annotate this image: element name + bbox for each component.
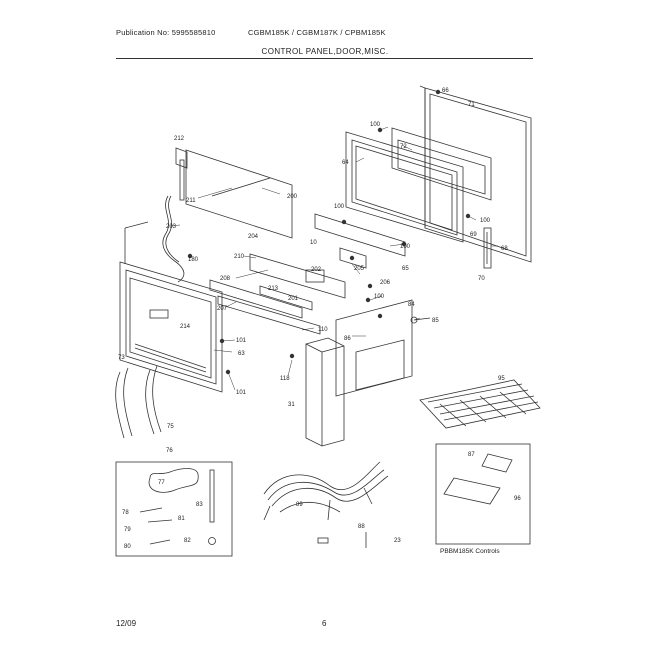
- door-trim-strips: [115, 365, 162, 439]
- callout-31: 31: [288, 402, 295, 408]
- callout-87: 87: [468, 452, 475, 458]
- callout-206: 206: [380, 280, 391, 286]
- hinge-arm: [305, 337, 345, 447]
- inset-box-panels: [435, 443, 531, 545]
- trim-pieces: [209, 279, 321, 335]
- callout-180: 180: [188, 257, 199, 263]
- callout-71: 71: [468, 102, 475, 108]
- callout-70: 70: [478, 276, 485, 282]
- callout-88: 88: [358, 524, 365, 530]
- callout-204: 204: [248, 234, 259, 240]
- callout-200: 200: [287, 194, 298, 200]
- callout-68: 68: [501, 246, 508, 252]
- callout-76: 76: [166, 448, 173, 454]
- callout-201: 201: [288, 296, 299, 302]
- callout-100-a: 100: [374, 294, 385, 300]
- callout-96: 96: [514, 496, 521, 502]
- callout-101-upper: 101: [236, 338, 247, 344]
- callout-95: 95: [498, 376, 505, 382]
- callout-211: 211: [186, 198, 196, 204]
- callout-79: 79: [124, 527, 131, 533]
- bracket-212: [175, 147, 188, 201]
- callout-66: 66: [442, 88, 449, 94]
- callout-83: 83: [196, 502, 203, 508]
- callout-63: 63: [238, 351, 245, 357]
- oven-rack: [419, 379, 541, 429]
- callout-10: 10: [310, 240, 317, 246]
- callout-69: 69: [470, 232, 477, 238]
- callout-85: 85: [432, 318, 439, 324]
- model-numbers: CGBM185K / CGBM187K / CPBM185K: [248, 28, 386, 37]
- wiring-harness-89: [263, 461, 389, 548]
- callout-110: 110: [318, 327, 328, 333]
- callout-207: 207: [217, 306, 228, 312]
- inset-box-hardware: [115, 461, 233, 557]
- callout-118: 118: [280, 376, 290, 382]
- callout-81: 81: [178, 516, 185, 522]
- callout-100-c: 100: [334, 204, 345, 210]
- callout-23: 23: [394, 538, 401, 544]
- inset-caption: PBBM185K Controls: [440, 548, 500, 555]
- callout-202: 202: [311, 267, 322, 273]
- callout-78: 78: [122, 510, 129, 516]
- callout-86: 86: [344, 336, 351, 342]
- hinge-receiver: [335, 299, 431, 397]
- callout-82: 82: [184, 538, 191, 544]
- control-panel-frame: [119, 261, 223, 393]
- callout-100-e: 100: [480, 218, 491, 224]
- callout-65: 65: [402, 266, 409, 272]
- callout-75: 75: [167, 424, 174, 430]
- callout-100-b: 100: [400, 244, 411, 250]
- control-board: [249, 213, 406, 299]
- callout-77: 77: [158, 480, 165, 486]
- callout-203: 203: [166, 224, 177, 230]
- door-glass-pack: [391, 127, 492, 201]
- callout-100-d: 100: [370, 122, 381, 128]
- footer-date: 12/09: [116, 619, 137, 628]
- callout-214: 214: [180, 324, 191, 330]
- door-frame: [345, 131, 464, 243]
- publication-number: Publication No: 5995585810: [116, 28, 216, 37]
- wire-harness-203: [124, 195, 185, 283]
- callout-64: 64: [342, 160, 349, 166]
- callout-208: 208: [220, 276, 231, 282]
- door-hinge: [483, 227, 492, 269]
- leader-lines: [169, 126, 498, 391]
- callout-210: 210: [234, 254, 245, 260]
- callout-101-lower: 101: [236, 390, 247, 396]
- control-panel-glass: [185, 149, 293, 239]
- page-number: 6: [322, 619, 327, 628]
- callout-213: 213: [268, 286, 279, 292]
- callout-80: 80: [124, 544, 131, 550]
- callout-205: 205: [354, 266, 365, 272]
- callout-73: 73: [118, 355, 125, 361]
- header-rule: [116, 58, 533, 59]
- callout-72: 72: [400, 144, 407, 150]
- callout-89: 89: [296, 502, 303, 508]
- callout-84: 84: [408, 302, 415, 308]
- callout-labels: 212 211 200 203 180 210 204 202 201 208 …: [118, 88, 521, 555]
- section-title: CONTROL PANEL,DOOR,MISC.: [261, 47, 389, 56]
- callout-212: 212: [174, 136, 185, 142]
